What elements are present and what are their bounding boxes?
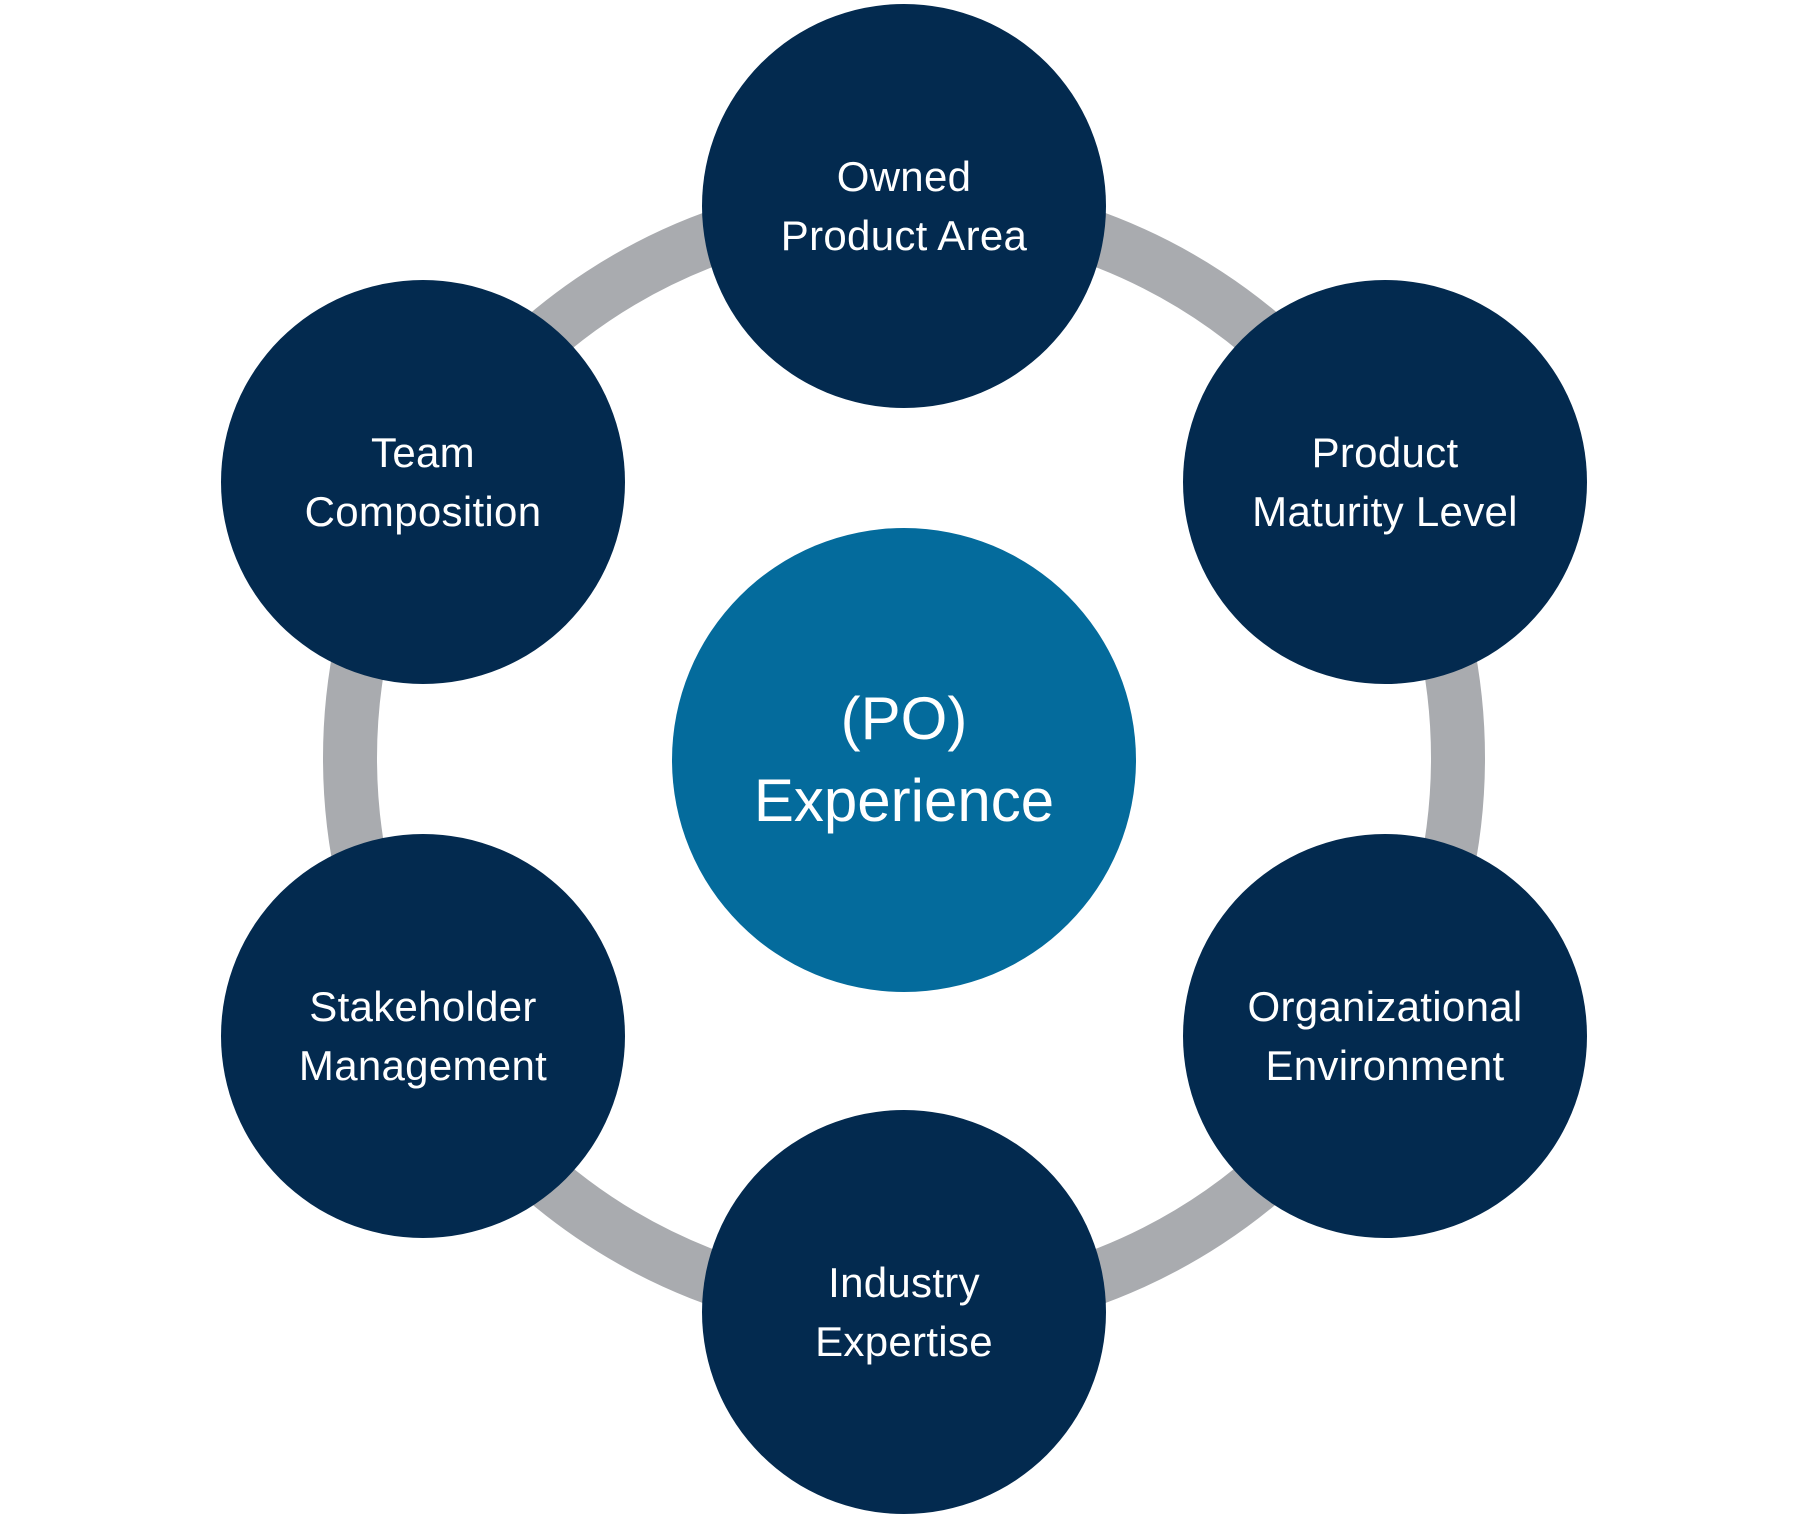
node-team-composition: Team Composition <box>221 280 625 684</box>
center-label-line1: (PO) <box>840 685 968 752</box>
node-label-line2: Product Area <box>780 212 1028 259</box>
node-label-line2: Composition <box>304 488 542 535</box>
node-label-line1: Stakeholder <box>309 983 537 1030</box>
node-label-line1: Owned <box>836 153 972 200</box>
node-stakeholder-management: Stakeholder Management <box>221 834 625 1238</box>
node-label-line1: Organizational <box>1247 983 1523 1030</box>
node-label-line2: Management <box>298 1042 548 1089</box>
node-owned-product-area: Owned Product Area <box>702 4 1106 408</box>
node-label-line2: Expertise <box>815 1318 993 1365</box>
node-organizational-environment: Organizational Environment <box>1183 834 1587 1238</box>
node-label-line1: Product <box>1311 429 1459 476</box>
node-industry-expertise: Industry Expertise <box>702 1110 1106 1514</box>
node-label-line2: Environment <box>1265 1042 1505 1089</box>
node-label-line1: Industry <box>828 1259 980 1306</box>
node-label-line2: Maturity Level <box>1252 488 1518 535</box>
node-label-line1: Team <box>371 429 475 476</box>
node-product-maturity-level: Product Maturity Level <box>1183 280 1587 684</box>
center-label-line2: Experience <box>753 767 1055 834</box>
center-node-po-experience: (PO) Experience <box>672 528 1136 992</box>
